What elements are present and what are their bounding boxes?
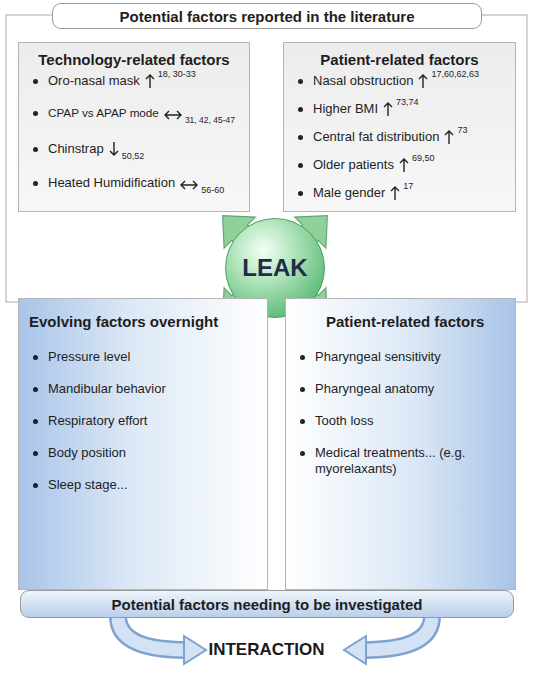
factor-item: Older patients69,50 [298,157,434,173]
factor-item: Medical treatments... (e.g. myorelaxants… [300,445,485,477]
bullet [300,419,305,424]
trend-arrow [417,73,429,89]
interaction-label: INTERACTION [0,640,533,660]
factor-panel: Technology-related factorsOro-nasal mask… [18,42,250,212]
factor-item: Pharyngeal anatomy [300,381,434,397]
factor-text: Sleep stage... [48,477,128,493]
factor-text: Male gender [313,185,385,201]
top-frame [6,15,527,302]
factor-item: Pressure level [33,349,130,365]
reference-numbers: 31, 42, 45-47 [185,115,235,125]
factor-text: Tooth loss [315,413,374,429]
trend-arrow [443,129,455,145]
factor-text: Respiratory effort [48,413,147,429]
trend-arrow [144,73,156,89]
factor-text: Nasal obstruction [313,73,413,89]
trend-arrow [382,101,394,117]
bullet [298,107,303,112]
factor-item: Respiratory effort [33,413,147,429]
reference-numbers: 73,74 [396,97,419,107]
bullet [300,355,305,360]
trend-arrow [179,178,199,190]
bullet [33,355,38,360]
factor-item: Tooth loss [300,413,374,429]
factor-item: Sleep stage... [33,477,128,493]
reference-numbers: 69,50 [412,153,435,163]
factor-item: Mandibular behavior [33,381,166,397]
factor-text: Mandibular behavior [48,381,166,397]
band-title: Potential factors needing to be investig… [112,596,423,613]
section-title-band: Potential factors needing to be investig… [20,590,514,618]
factor-item: Higher BMI73,74 [298,101,419,117]
reference-numbers: 17,60,62,63 [431,69,479,79]
factor-text: Heated Humidification [48,175,175,191]
factor-item: Male gender17 [298,185,413,201]
trend-arrow [163,108,183,120]
factor-item: Pharyngeal sensitivity [300,349,441,365]
bullet [33,181,38,186]
bullet [300,387,305,392]
leak-label: LEAK [242,254,307,282]
reference-numbers: 17 [403,181,413,191]
factor-panel: Evolving factors overnightPressure level… [18,298,268,590]
factor-item: Central fat distribution73 [298,129,467,145]
bullet [298,191,303,196]
factor-item: Nasal obstruction17,60,62,63 [298,73,479,89]
bullet [298,135,303,140]
factor-text: Chinstrap [48,141,104,157]
factor-panel: Patient-related factorsPharyngeal sensit… [285,298,516,590]
factor-text: Body position [48,445,126,461]
panel-heading: Technology-related factors [19,51,249,68]
band-title: Potential factors reported in the litera… [119,8,414,25]
trend-arrow [389,185,401,201]
factor-text: Oro-nasal mask [48,73,140,89]
factor-text: Higher BMI [313,101,378,117]
factor-text: CPAP vs APAP mode [48,105,159,121]
panel-heading: Patient-related factors [284,51,515,68]
bullet [298,79,303,84]
reference-numbers: 56-60 [201,185,224,195]
factor-item: Chinstrap50,52 [33,141,144,157]
trend-arrow [398,157,410,173]
bullet [33,387,38,392]
reference-numbers: 18, 30-33 [158,69,196,79]
factor-text: Older patients [313,157,394,173]
bullet [300,451,305,456]
bullet [298,163,303,168]
bullet [33,111,38,116]
factor-text: Pharyngeal sensitivity [315,349,441,365]
factor-text: Medical treatments... (e.g. myorelaxants… [315,445,485,477]
panel-heading: Evolving factors overnight [29,313,218,330]
panel-heading: Patient-related factors [326,313,484,330]
factor-panel: Patient-related factorsNasal obstruction… [283,42,516,212]
bullet [33,451,38,456]
factor-text: Pressure level [48,349,130,365]
bullet [33,483,38,488]
reference-numbers: 73 [457,125,467,135]
reference-numbers: 50,52 [122,151,145,161]
trend-arrow [108,141,120,157]
factor-text: Central fat distribution [313,129,439,145]
factor-text: Pharyngeal anatomy [315,381,434,397]
bullet [33,419,38,424]
factor-item: Oro-nasal mask18, 30-33 [33,73,196,89]
factor-item: CPAP vs APAP mode31, 42, 45-47 [33,105,235,121]
bullet [33,147,38,152]
section-title-band: Potential factors reported in the litera… [52,3,482,29]
factor-item: Heated Humidification56-60 [33,175,224,191]
factor-item: Body position [33,445,126,461]
bullet [33,79,38,84]
